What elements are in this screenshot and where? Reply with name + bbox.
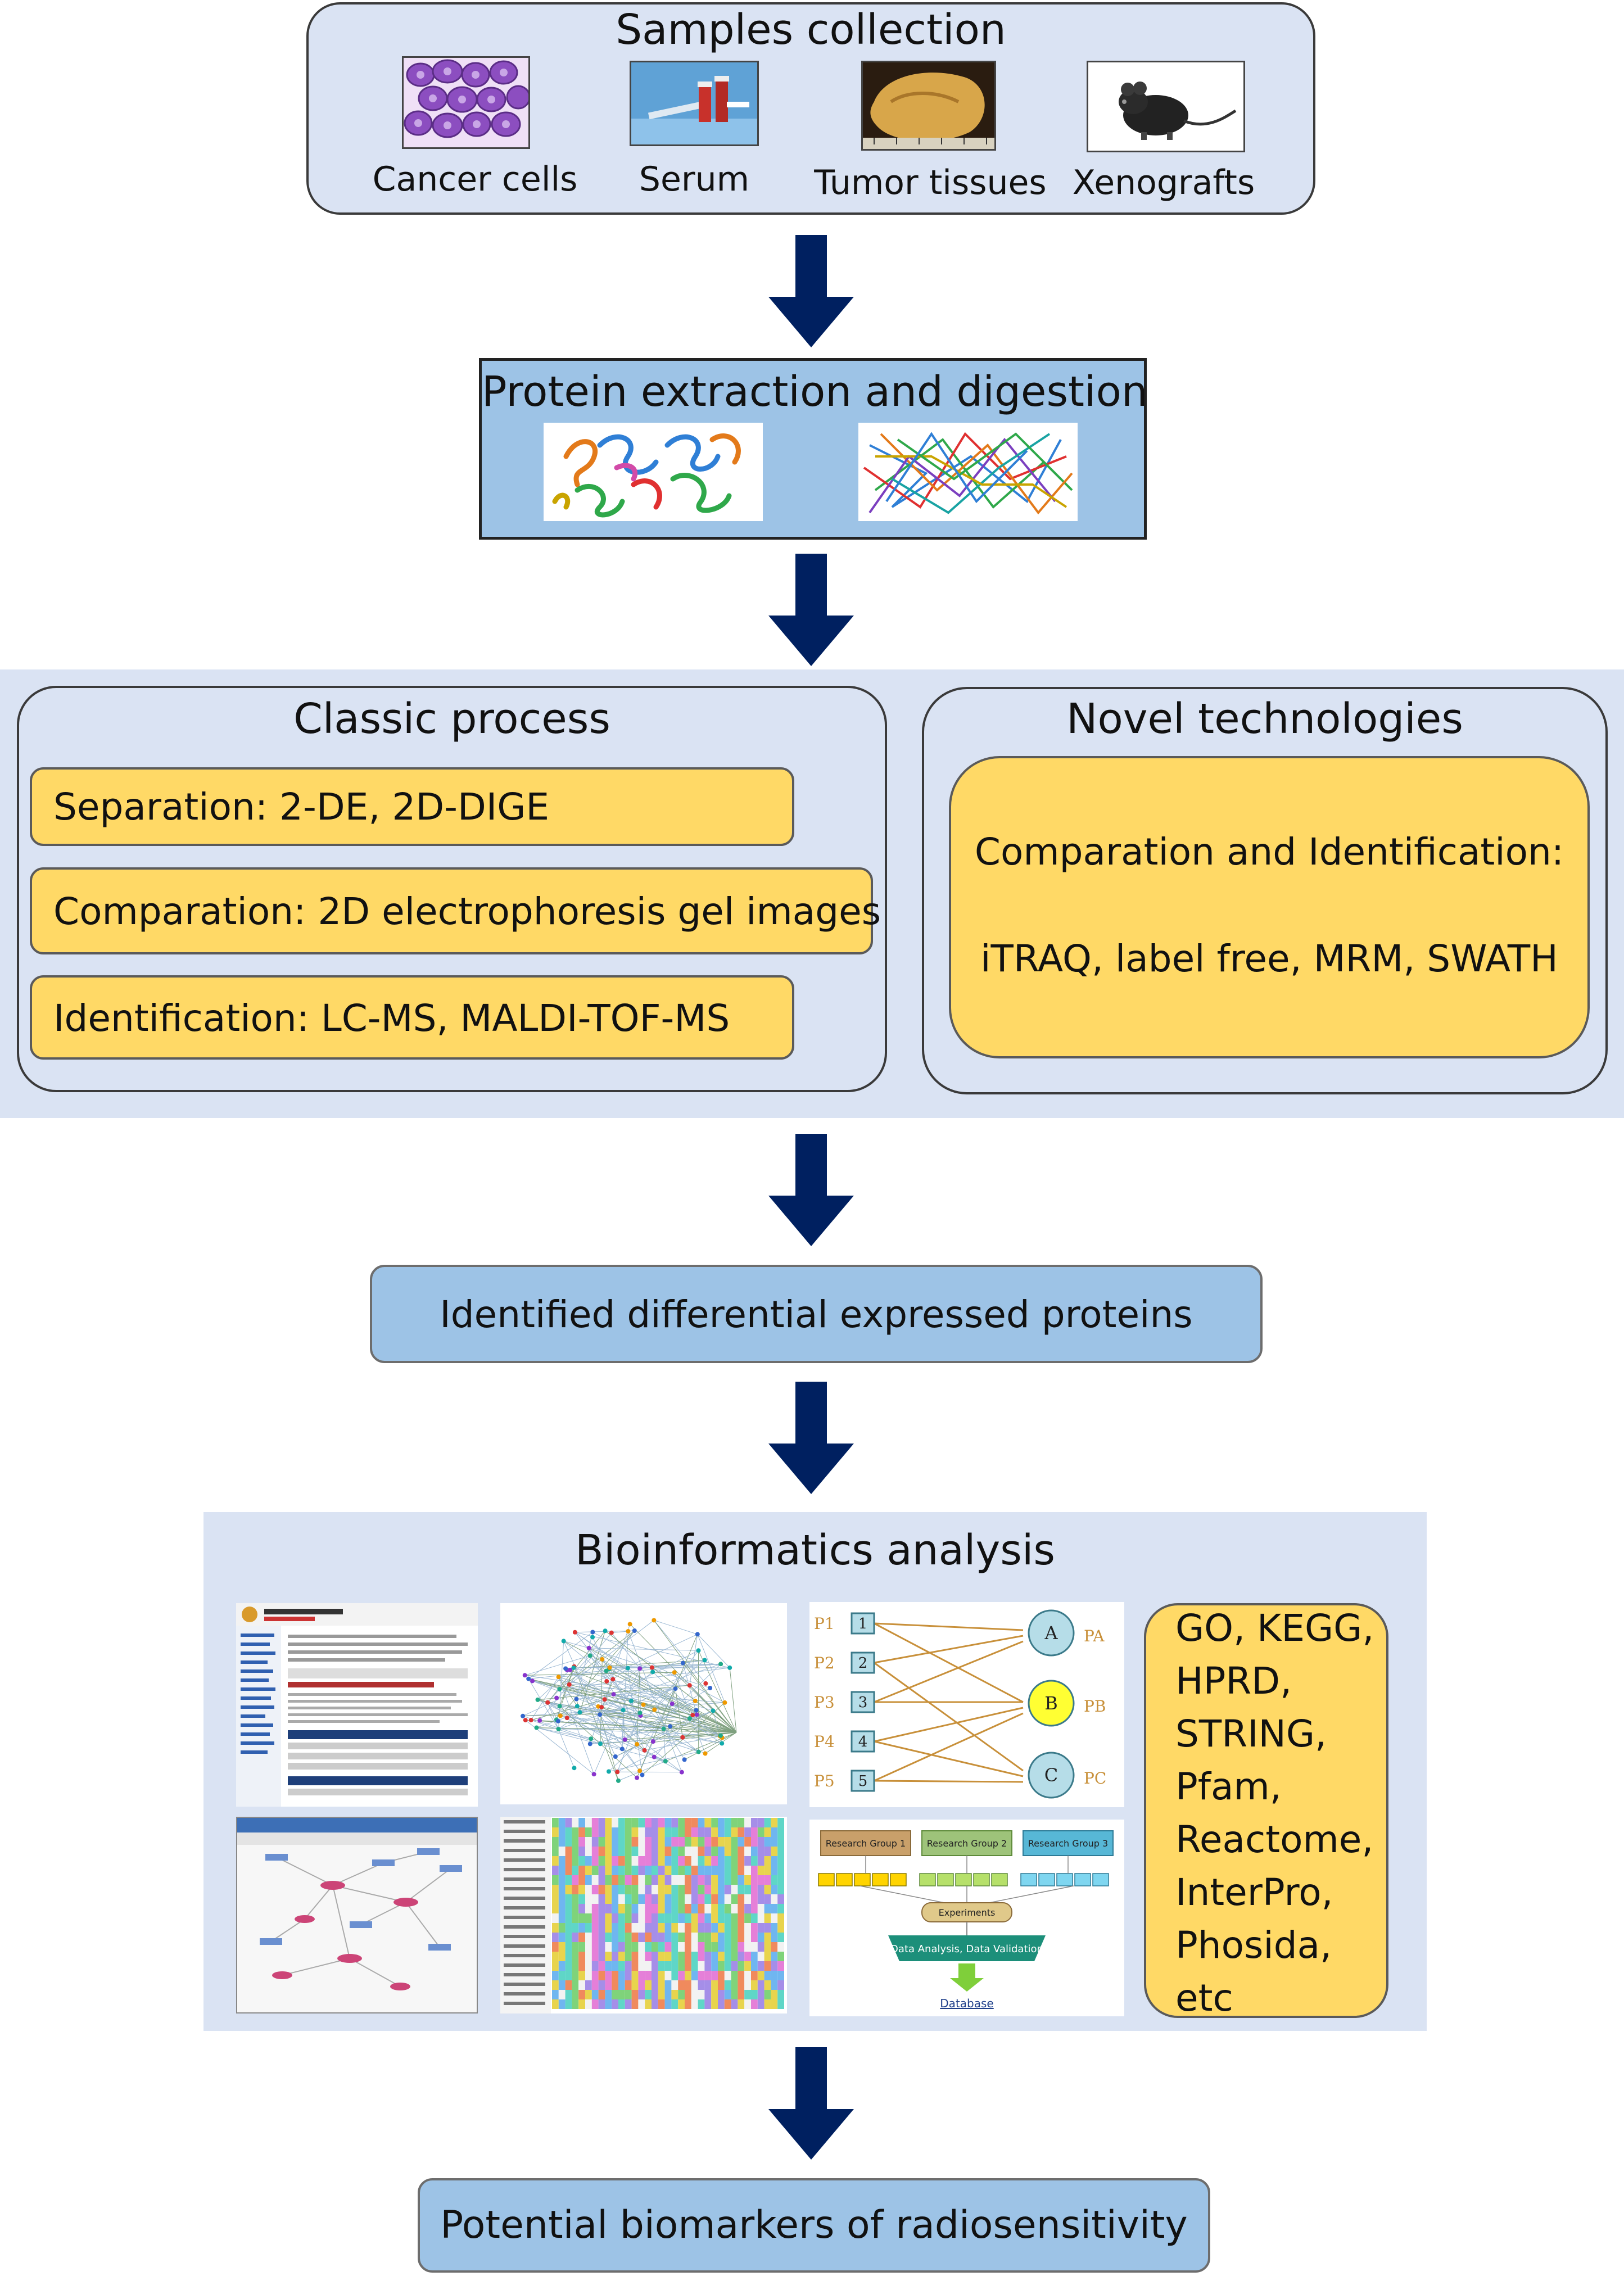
database-item: STRING,: [1175, 1712, 1327, 1755]
novel-line-1: Comparation and Identification:: [974, 830, 1564, 874]
database-item: GO, KEGG,: [1175, 1607, 1374, 1650]
separation-step: Separation: 2-DE, 2D-DIGE: [30, 767, 794, 846]
novel-technologies-content: Comparation and Identification: iTRAQ, l…: [949, 756, 1590, 1058]
novel-technologies-box: Novel technologies: [922, 687, 1608, 1094]
biomarkers-result-box: Potential biomarkers of radiosensitivity: [418, 2178, 1210, 2273]
mapping-left-label-1: P1: [814, 1614, 835, 1633]
database-item: Phosida,: [1175, 1924, 1332, 1967]
database-item: InterPro,: [1175, 1871, 1333, 1914]
mapping-left-label-4: P4: [814, 1732, 835, 1751]
mapping-number-3: 3: [858, 1694, 868, 1711]
down-arrow-icon: [768, 1134, 854, 1246]
mapping-left-label-5: P5: [814, 1772, 835, 1790]
database-webpage-screenshot: [236, 1603, 478, 1807]
data-analysis-label: Data Analysis, Data Validation: [890, 1943, 1043, 1955]
down-arrow-icon: [768, 554, 854, 666]
cancer-cells-icon: [402, 56, 530, 149]
xenografts-label: Xenografts: [1072, 163, 1255, 202]
database-item: Reactome,: [1175, 1818, 1374, 1861]
mapping-right-label-a: PA: [1084, 1627, 1105, 1645]
node-a-label: A: [1044, 1622, 1058, 1644]
mapping-number-5: 5: [858, 1773, 868, 1790]
samples-collection-title: Samples collection: [616, 6, 1006, 54]
bioinformatics-title: Bioinformatics analysis: [575, 1526, 1055, 1574]
down-arrow-icon: [768, 2047, 854, 2160]
identified-proteins-box: Identified differential expressed protei…: [370, 1265, 1263, 1363]
identification-step: Identification: LC-MS, MALDI-TOF-MS: [30, 975, 794, 1060]
comparation-step-label: Comparation: 2D electrophoresis gel imag…: [53, 890, 881, 933]
database-item: etc: [1175, 1976, 1233, 2020]
down-arrow-icon: [768, 235, 854, 347]
biomarkers-result-label: Potential biomarkers of radiosensitivity: [440, 2203, 1188, 2247]
novel-line-2: iTRAQ, label free, MRM, SWATH: [980, 937, 1558, 980]
serum-label: Serum: [639, 160, 750, 199]
research-group-2-label: Research Group 2: [927, 1838, 1007, 1849]
identified-proteins-label: Identified differential expressed protei…: [440, 1293, 1193, 1336]
mapping-number-1: 1: [858, 1616, 868, 1632]
sequence-alignment-image: [500, 1817, 787, 2013]
classic-process-title: Classic process: [293, 695, 610, 743]
research-group-3-label: Research Group 3: [1028, 1838, 1108, 1849]
classic-process-box: Classic process: [17, 686, 887, 1092]
separation-step-label: Separation: 2-DE, 2D-DIGE: [53, 785, 550, 829]
experiments-label: Experiments: [939, 1907, 996, 1918]
digested-peptides-image: [858, 423, 1078, 521]
mapping-number-2: 2: [858, 1655, 868, 1672]
mapping-left-label-2: P2: [814, 1654, 835, 1672]
mouse-icon: [1087, 61, 1245, 152]
identification-step-label: Identification: LC-MS, MALDI-TOF-MS: [53, 997, 730, 1040]
database-label: Database: [940, 1997, 993, 2010]
network-viewer-screenshot: [236, 1817, 478, 2013]
novel-technologies-title: Novel technologies: [1066, 695, 1463, 743]
database-item: Pfam,: [1175, 1765, 1282, 1808]
mapping-right-label-c: PC: [1084, 1769, 1106, 1788]
protein-structures-image: [544, 423, 763, 521]
mapping-number-4: 4: [858, 1734, 868, 1750]
database-list-box: GO, KEGG, HPRD, STRING, Pfam, Reactome, …: [1144, 1603, 1388, 2020]
tumor-tissue-icon: [861, 61, 996, 151]
cancer-cells-label: Cancer cells: [372, 160, 578, 199]
down-arrow-icon: [768, 1382, 854, 1494]
node-c-label: C: [1044, 1764, 1058, 1786]
mapping-right-label-b: PB: [1084, 1697, 1106, 1716]
research-workflow-diagram: Research Group 1 Research Group 2 Resear…: [809, 1820, 1124, 2016]
database-item: HPRD,: [1175, 1659, 1292, 1703]
protein-extraction-title: Protein extraction and digestion: [482, 368, 1148, 416]
bipartite-mapping-diagram: 1 2 3 4 5 P1 P2 P3 P4 P5 A B C PA PB PC: [809, 1602, 1124, 1807]
serum-icon: [630, 61, 759, 146]
tumor-tissues-label: Tumor tissues: [814, 163, 1047, 202]
comparation-step: Comparation: 2D electrophoresis gel imag…: [30, 867, 881, 954]
research-group-1-label: Research Group 1: [826, 1838, 906, 1849]
protein-network-image: [500, 1603, 787, 1804]
node-b-label: B: [1044, 1693, 1058, 1714]
mapping-left-label-3: P3: [814, 1693, 835, 1712]
